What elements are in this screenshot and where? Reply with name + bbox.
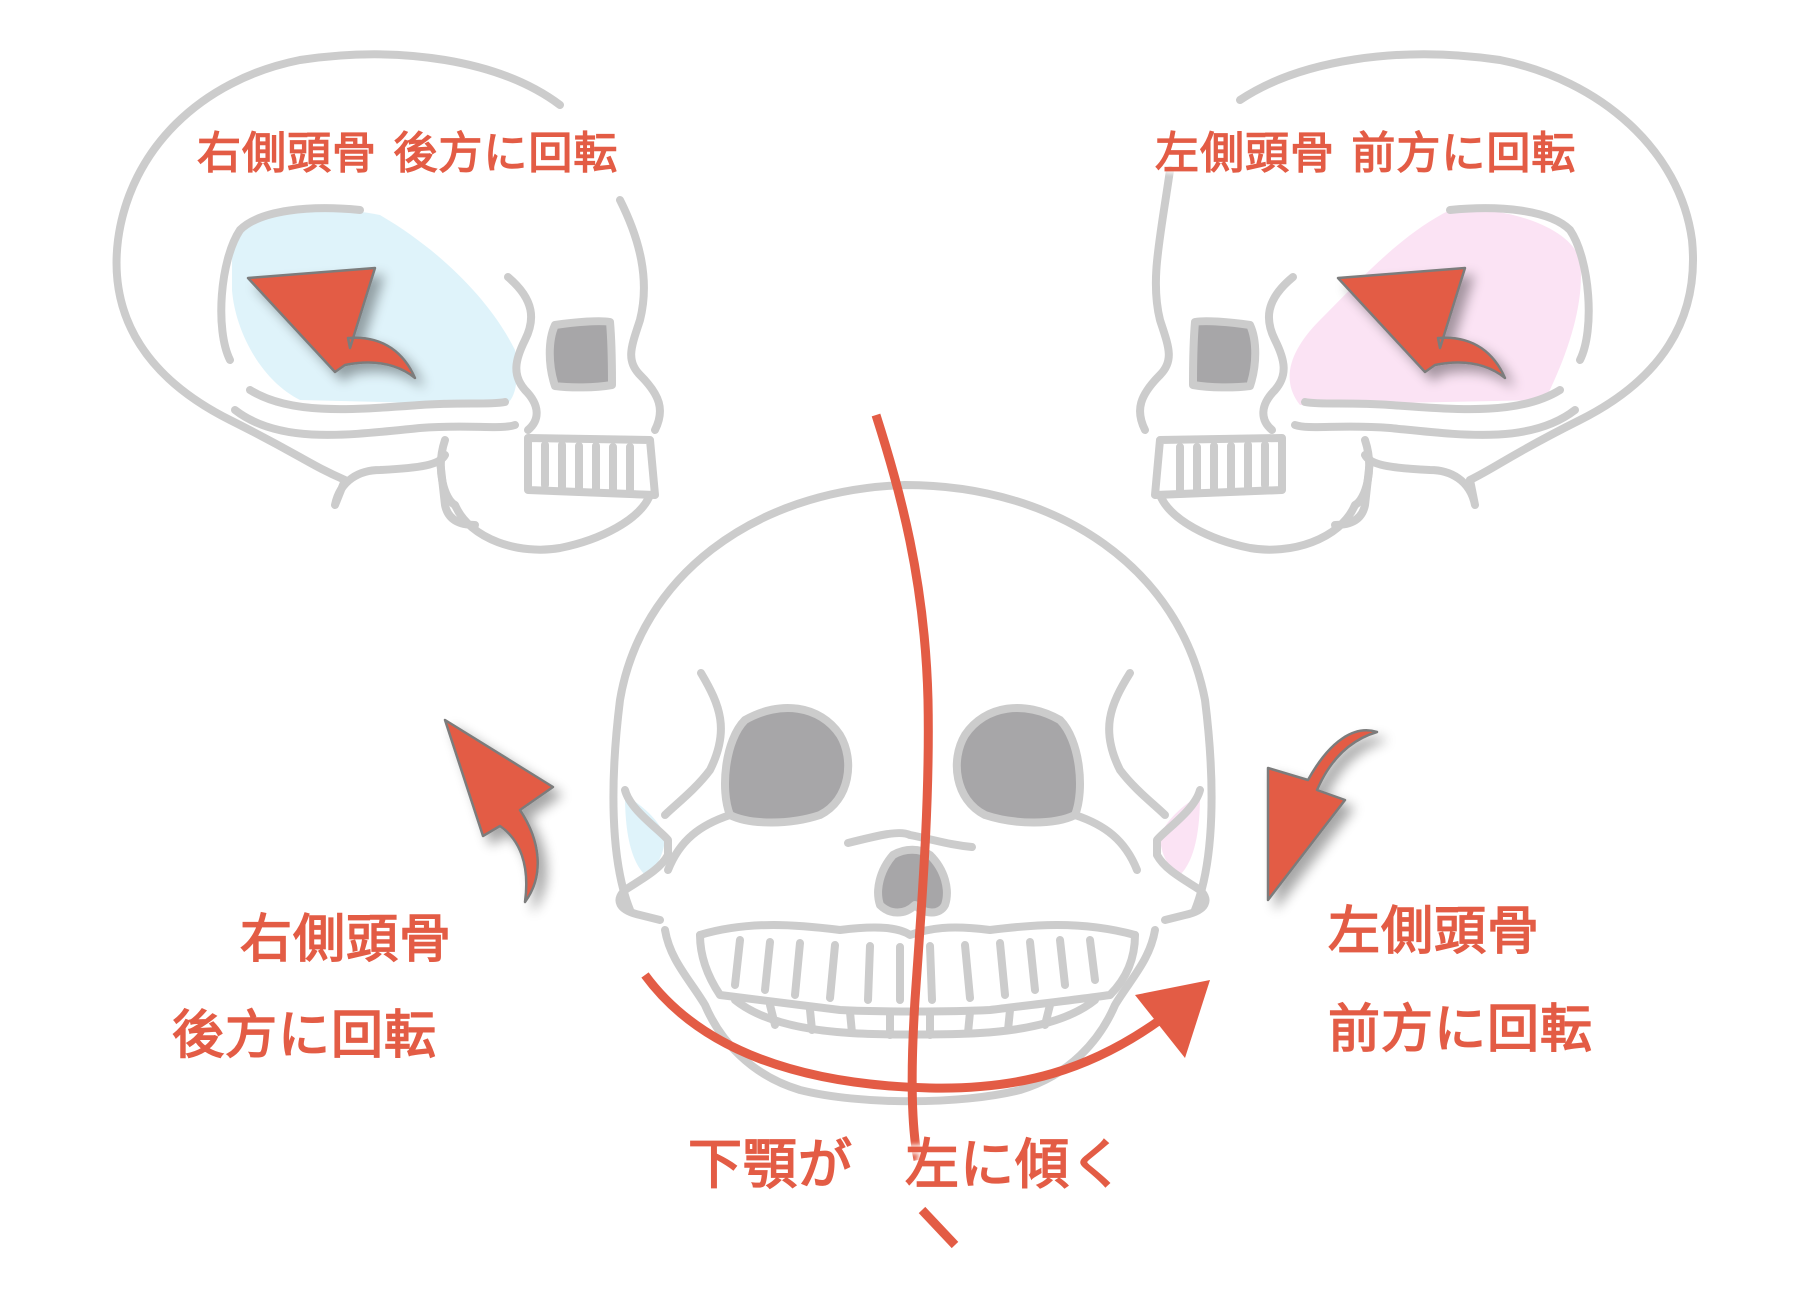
midline-indicator bbox=[871, 413, 933, 1161]
side-skull-left-view bbox=[1136, 50, 1697, 554]
rotate-forward-arrow-icon bbox=[1336, 266, 1507, 380]
front-left-label-line1: 右側頭骨 bbox=[240, 910, 453, 970]
rotate-backward-arrow-icon bbox=[246, 266, 417, 380]
front-left-temporal-highlight bbox=[1160, 795, 1200, 875]
side-teeth-right bbox=[1151, 434, 1286, 499]
front-left-label-line2: 後方に回転 bbox=[172, 1006, 438, 1066]
right-temporal-highlight bbox=[232, 209, 517, 405]
front-left-rotate-arrow-icon bbox=[1266, 729, 1379, 902]
top-left-label: 右側頭骨 後方に回転 bbox=[197, 128, 619, 179]
front-right-eye-socket bbox=[721, 704, 853, 827]
front-right-rotate-arrow-icon bbox=[443, 718, 555, 904]
side-skull-right-view bbox=[112, 50, 664, 554]
front-right-label-line1: 左側頭骨 bbox=[1328, 902, 1541, 962]
top-right-label: 左側頭骨 前方に回転 bbox=[1155, 128, 1577, 179]
side-teeth-left bbox=[524, 434, 659, 499]
front-right-label-line2: 前方に回転 bbox=[1328, 1000, 1594, 1060]
front-left-eye-socket bbox=[952, 704, 1084, 827]
mandible-sweep-arrowhead-icon bbox=[1135, 980, 1210, 1058]
front-nasal-cavity bbox=[874, 845, 951, 917]
front-right-temporal-highlight bbox=[625, 795, 665, 875]
mandible-sweep-arrow-line bbox=[641, 972, 1163, 1093]
front-skull bbox=[443, 413, 1379, 1249]
midline-indicator-tail bbox=[918, 1206, 959, 1249]
bottom-label-part1: 下顎が bbox=[688, 1133, 853, 1196]
bottom-label-part2: 左に傾く bbox=[905, 1133, 1125, 1196]
